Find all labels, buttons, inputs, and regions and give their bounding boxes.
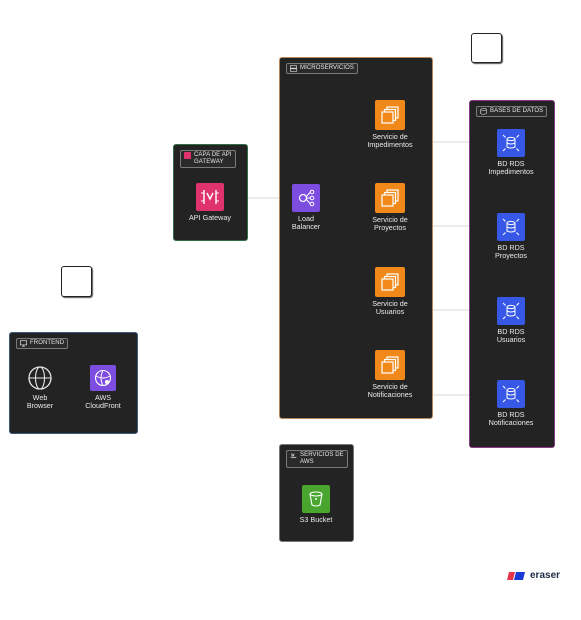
cloudfront-icon [94,369,112,387]
group-aws-services: SERVICIOS DE AWS S3 Bucket [279,444,354,542]
ec2-instances-icon [381,106,399,124]
node-load-balancer[interactable]: Load Balancer [284,184,328,231]
group-frontend: FRONTEND Web Browser AWS CloudFront [9,332,138,434]
load-balancer-icon [298,189,315,207]
api-gateway-icon [184,152,191,159]
rds-database-icon [502,385,520,403]
node-s3-bucket[interactable]: S3 Bucket [286,485,346,524]
node-db-proyectos[interactable]: BD RDS Proyectos [479,213,543,260]
ec2-instances-icon [381,189,399,207]
monitor-icon [20,340,27,347]
globe-icon [28,366,52,390]
empty-box-top[interactable] [471,33,502,63]
group-api-gateway: CAPA DE API GATEWAY API Gateway [173,144,248,241]
rds-database-icon [502,134,520,152]
node-db-notificaciones[interactable]: BD RDS Notificaciones [477,380,545,427]
ec2-instances-icon [381,273,399,291]
node-api-gateway[interactable]: API Gateway [180,183,240,222]
brand-name: eraser [530,570,561,581]
node-cloudfront[interactable]: AWS CloudFront [80,365,126,410]
node-db-usuarios[interactable]: BD RDS Usuarios [479,297,543,344]
group-microservices: MICROSERVICIOS [279,57,433,419]
database-icon [480,108,487,115]
group-label-frontend: FRONTEND [16,338,69,349]
group-label-databases: BASES DE DATOS [476,106,548,117]
node-svc-impedimentos[interactable]: Servicio de Impedimentos [360,100,420,149]
node-db-impedimentos[interactable]: BD RDS Impedimentos [479,129,543,176]
aws-icon [290,453,297,459]
eraser-brand[interactable]: eraser [506,570,560,581]
node-web-browser[interactable]: Web Browser [20,365,60,410]
node-svc-notificaciones[interactable]: Servicio de Notificaciones [358,350,422,399]
node-svc-usuarios[interactable]: Servicio de Usuarios [360,267,420,316]
rds-database-icon [502,218,520,236]
group-label-microservices: MICROSERVICIOS [286,63,358,74]
empty-box-left[interactable] [61,266,92,297]
api-gateway-icon [201,190,219,204]
node-svc-proyectos[interactable]: Servicio de Proyectos [360,183,420,232]
rds-database-icon [502,302,520,320]
group-label-api-gateway: CAPA DE API GATEWAY [180,150,236,168]
ec2-instances-icon [381,356,399,374]
server-icon [290,65,297,72]
group-label-aws-services: SERVICIOS DE AWS [286,450,348,468]
s3-bucket-icon [309,491,323,507]
eraser-logo [507,571,525,580]
